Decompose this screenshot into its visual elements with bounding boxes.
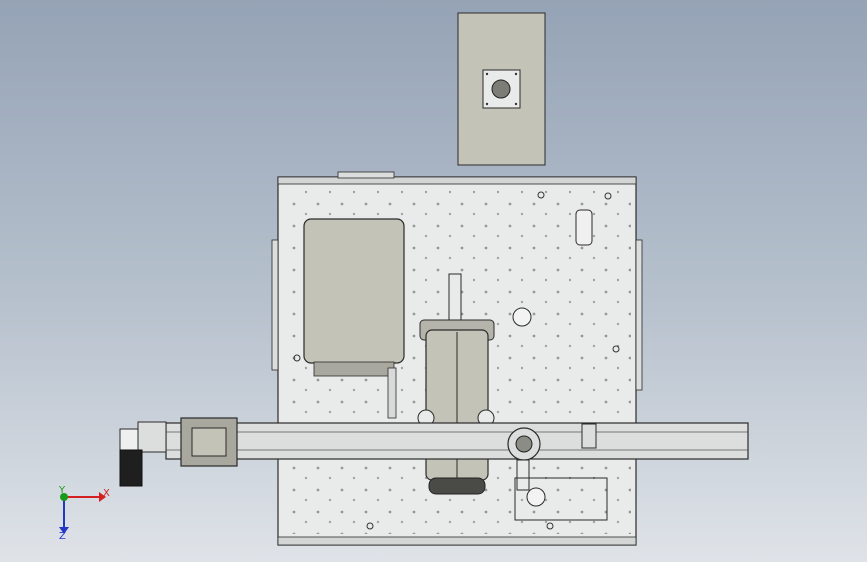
rail-carriage (180, 417, 238, 467)
controller-box (303, 218, 405, 419)
linear-rail (119, 421, 749, 487)
z-axis-label: Z (59, 531, 66, 542)
pulley-assembly (507, 423, 608, 521)
top-panel (457, 12, 546, 166)
coordinate-triad (59, 492, 106, 534)
y-axis-label: Y (59, 485, 66, 496)
x-axis-label: X (103, 488, 110, 499)
